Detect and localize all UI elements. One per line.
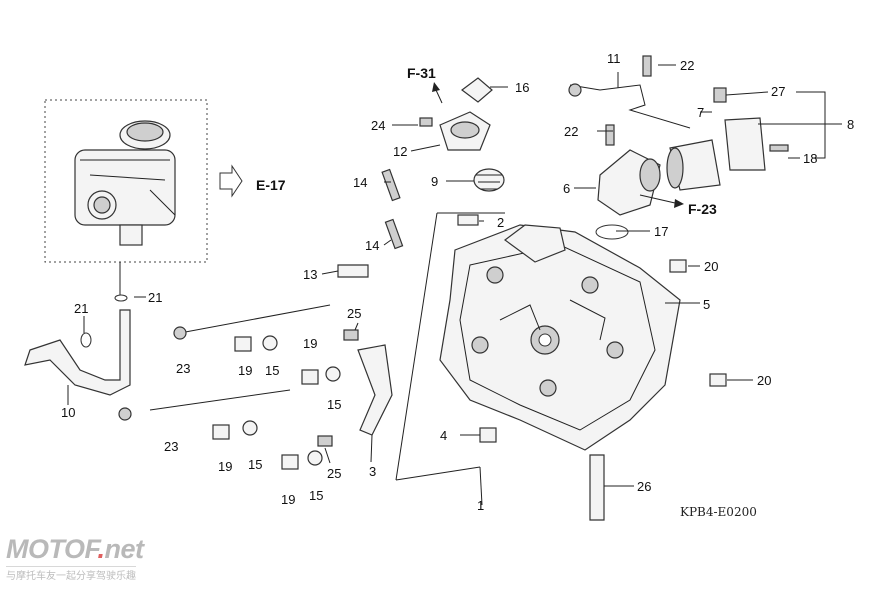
e17-arrow bbox=[219, 164, 243, 198]
callout-27: 27 bbox=[771, 84, 785, 99]
thermostat-assembly bbox=[419, 77, 505, 192]
callout-21b: 21 bbox=[74, 301, 88, 316]
carburetor-illustration bbox=[74, 120, 176, 246]
f31-arrow bbox=[432, 82, 443, 104]
callout-14b: 14 bbox=[365, 238, 379, 253]
callout-9: 9 bbox=[431, 174, 438, 189]
callout-12: 12 bbox=[393, 144, 407, 159]
callout-19b: 19 bbox=[303, 336, 317, 351]
callout-10: 10 bbox=[61, 405, 75, 420]
callout-15d: 15 bbox=[309, 488, 323, 503]
callout-22a: 22 bbox=[680, 58, 694, 73]
callout-19a: 19 bbox=[238, 363, 252, 378]
callout-24: 24 bbox=[371, 118, 385, 133]
callout-13: 13 bbox=[303, 267, 317, 282]
callout-1: 1 bbox=[477, 498, 484, 513]
ref-f23: F-23 bbox=[688, 201, 717, 217]
callout-5: 5 bbox=[703, 297, 710, 312]
watermark-tagline: 与摩托车友一起分享驾驶乐趣 bbox=[6, 566, 136, 582]
ref-f31: F-31 bbox=[407, 65, 436, 81]
callout-3: 3 bbox=[369, 464, 376, 479]
ref-e17: E-17 bbox=[256, 177, 286, 193]
small-parts bbox=[24, 168, 727, 521]
callout-15b: 15 bbox=[327, 397, 341, 412]
callout-6: 6 bbox=[563, 181, 570, 196]
callout-14a: 14 bbox=[353, 175, 367, 190]
callout-2: 2 bbox=[497, 215, 504, 230]
callout-8: 8 bbox=[847, 117, 854, 132]
callout-25a: 25 bbox=[347, 306, 361, 321]
site-watermark: MOTOF.net 与摩托车友一起分享驾驶乐趣 bbox=[6, 534, 176, 584]
watermark-logo-tld: net bbox=[104, 534, 145, 564]
callout-15a: 15 bbox=[265, 363, 279, 378]
cylinder-head-group bbox=[395, 212, 681, 506]
cylinder-head-part bbox=[439, 224, 681, 451]
watermark-logo-main: MOTOF bbox=[6, 534, 98, 564]
callout-11: 11 bbox=[607, 51, 621, 66]
callout-23a: 23 bbox=[176, 361, 190, 376]
watermark-logo-dot: . bbox=[97, 534, 106, 564]
callout-18: 18 bbox=[803, 151, 817, 166]
callout-19c: 19 bbox=[218, 459, 232, 474]
f23-arrow bbox=[639, 194, 684, 208]
callout-20b: 20 bbox=[757, 373, 771, 388]
callout-numbers: 1 2 3 4 5 6 7 8 9 10 11 12 13 14 14 15 1… bbox=[61, 51, 854, 513]
callout-20a: 20 bbox=[704, 259, 718, 274]
callout-7: 7 bbox=[697, 105, 704, 120]
callout-4: 4 bbox=[440, 428, 447, 443]
callout-16: 16 bbox=[515, 80, 529, 95]
intake-assembly bbox=[568, 55, 789, 240]
carburetor-reference-box bbox=[44, 99, 208, 295]
diagram-code: KPB4-E0200 bbox=[680, 505, 757, 519]
callout-15c: 15 bbox=[248, 457, 262, 472]
callout-22b: 22 bbox=[564, 124, 578, 139]
watermark-logo: MOTOF.net bbox=[6, 534, 144, 565]
callout-19d: 19 bbox=[281, 492, 295, 507]
callout-26: 26 bbox=[637, 479, 651, 494]
callout-21a: 21 bbox=[148, 290, 162, 305]
leader-lines bbox=[67, 64, 842, 487]
callout-25b: 25 bbox=[327, 466, 341, 481]
callout-17: 17 bbox=[654, 224, 668, 239]
callout-23b: 23 bbox=[164, 439, 178, 454]
